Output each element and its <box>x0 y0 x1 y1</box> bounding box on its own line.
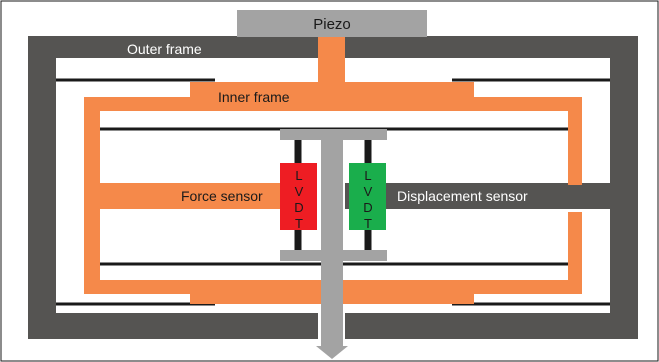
piezo-label: Piezo <box>313 16 351 33</box>
inner-frame-top-wide <box>84 97 582 111</box>
rod-shaft <box>321 129 343 347</box>
outer-frame-top-right <box>345 36 638 58</box>
displacement-sensor-arm <box>345 183 638 209</box>
inner-frame-right-upper <box>568 97 582 185</box>
force-lvdt-box <box>280 163 317 230</box>
outer-frame-top-left <box>28 36 318 58</box>
force-sensor-arm <box>84 183 280 209</box>
rod-arrow-head <box>316 346 348 359</box>
displacement-lvdt-box <box>349 163 386 230</box>
outer-frame <box>28 36 638 339</box>
central-rod <box>280 129 387 359</box>
outer-flexures <box>56 78 610 306</box>
displacement-lvdt-letter-l: L <box>364 168 371 183</box>
force-lvdt-letter-v: V <box>295 184 304 199</box>
inner-frame-label: Inner frame <box>218 89 290 105</box>
outer-frame-bottom-left <box>28 313 318 339</box>
force-lvdt-letter-l: L <box>295 168 302 183</box>
displacement-lvdt-letter-d: D <box>363 200 372 215</box>
outer-frame-bottom-right <box>345 313 638 339</box>
force-lvdt-letter-t: T <box>295 216 303 231</box>
force-lvdt-letter-d: D <box>294 200 303 215</box>
force-lvdt: L V D T <box>280 163 317 231</box>
outer-frame-label: Outer frame <box>127 41 202 57</box>
outer-frame-left-side <box>28 36 56 339</box>
inner-frame <box>84 36 582 304</box>
inner-frame-right-lower <box>568 212 582 291</box>
displacement-lvdt-letter-t: T <box>364 216 372 231</box>
force-sensor-label: Force sensor <box>181 188 263 204</box>
displacement-lvdt: L V D T <box>349 163 386 231</box>
piezo-block <box>237 10 427 37</box>
displacement-lvdt-letter-v: V <box>364 184 373 199</box>
piezo-stem <box>318 36 345 84</box>
displacement-sensor-label: Displacement sensor <box>397 188 528 204</box>
